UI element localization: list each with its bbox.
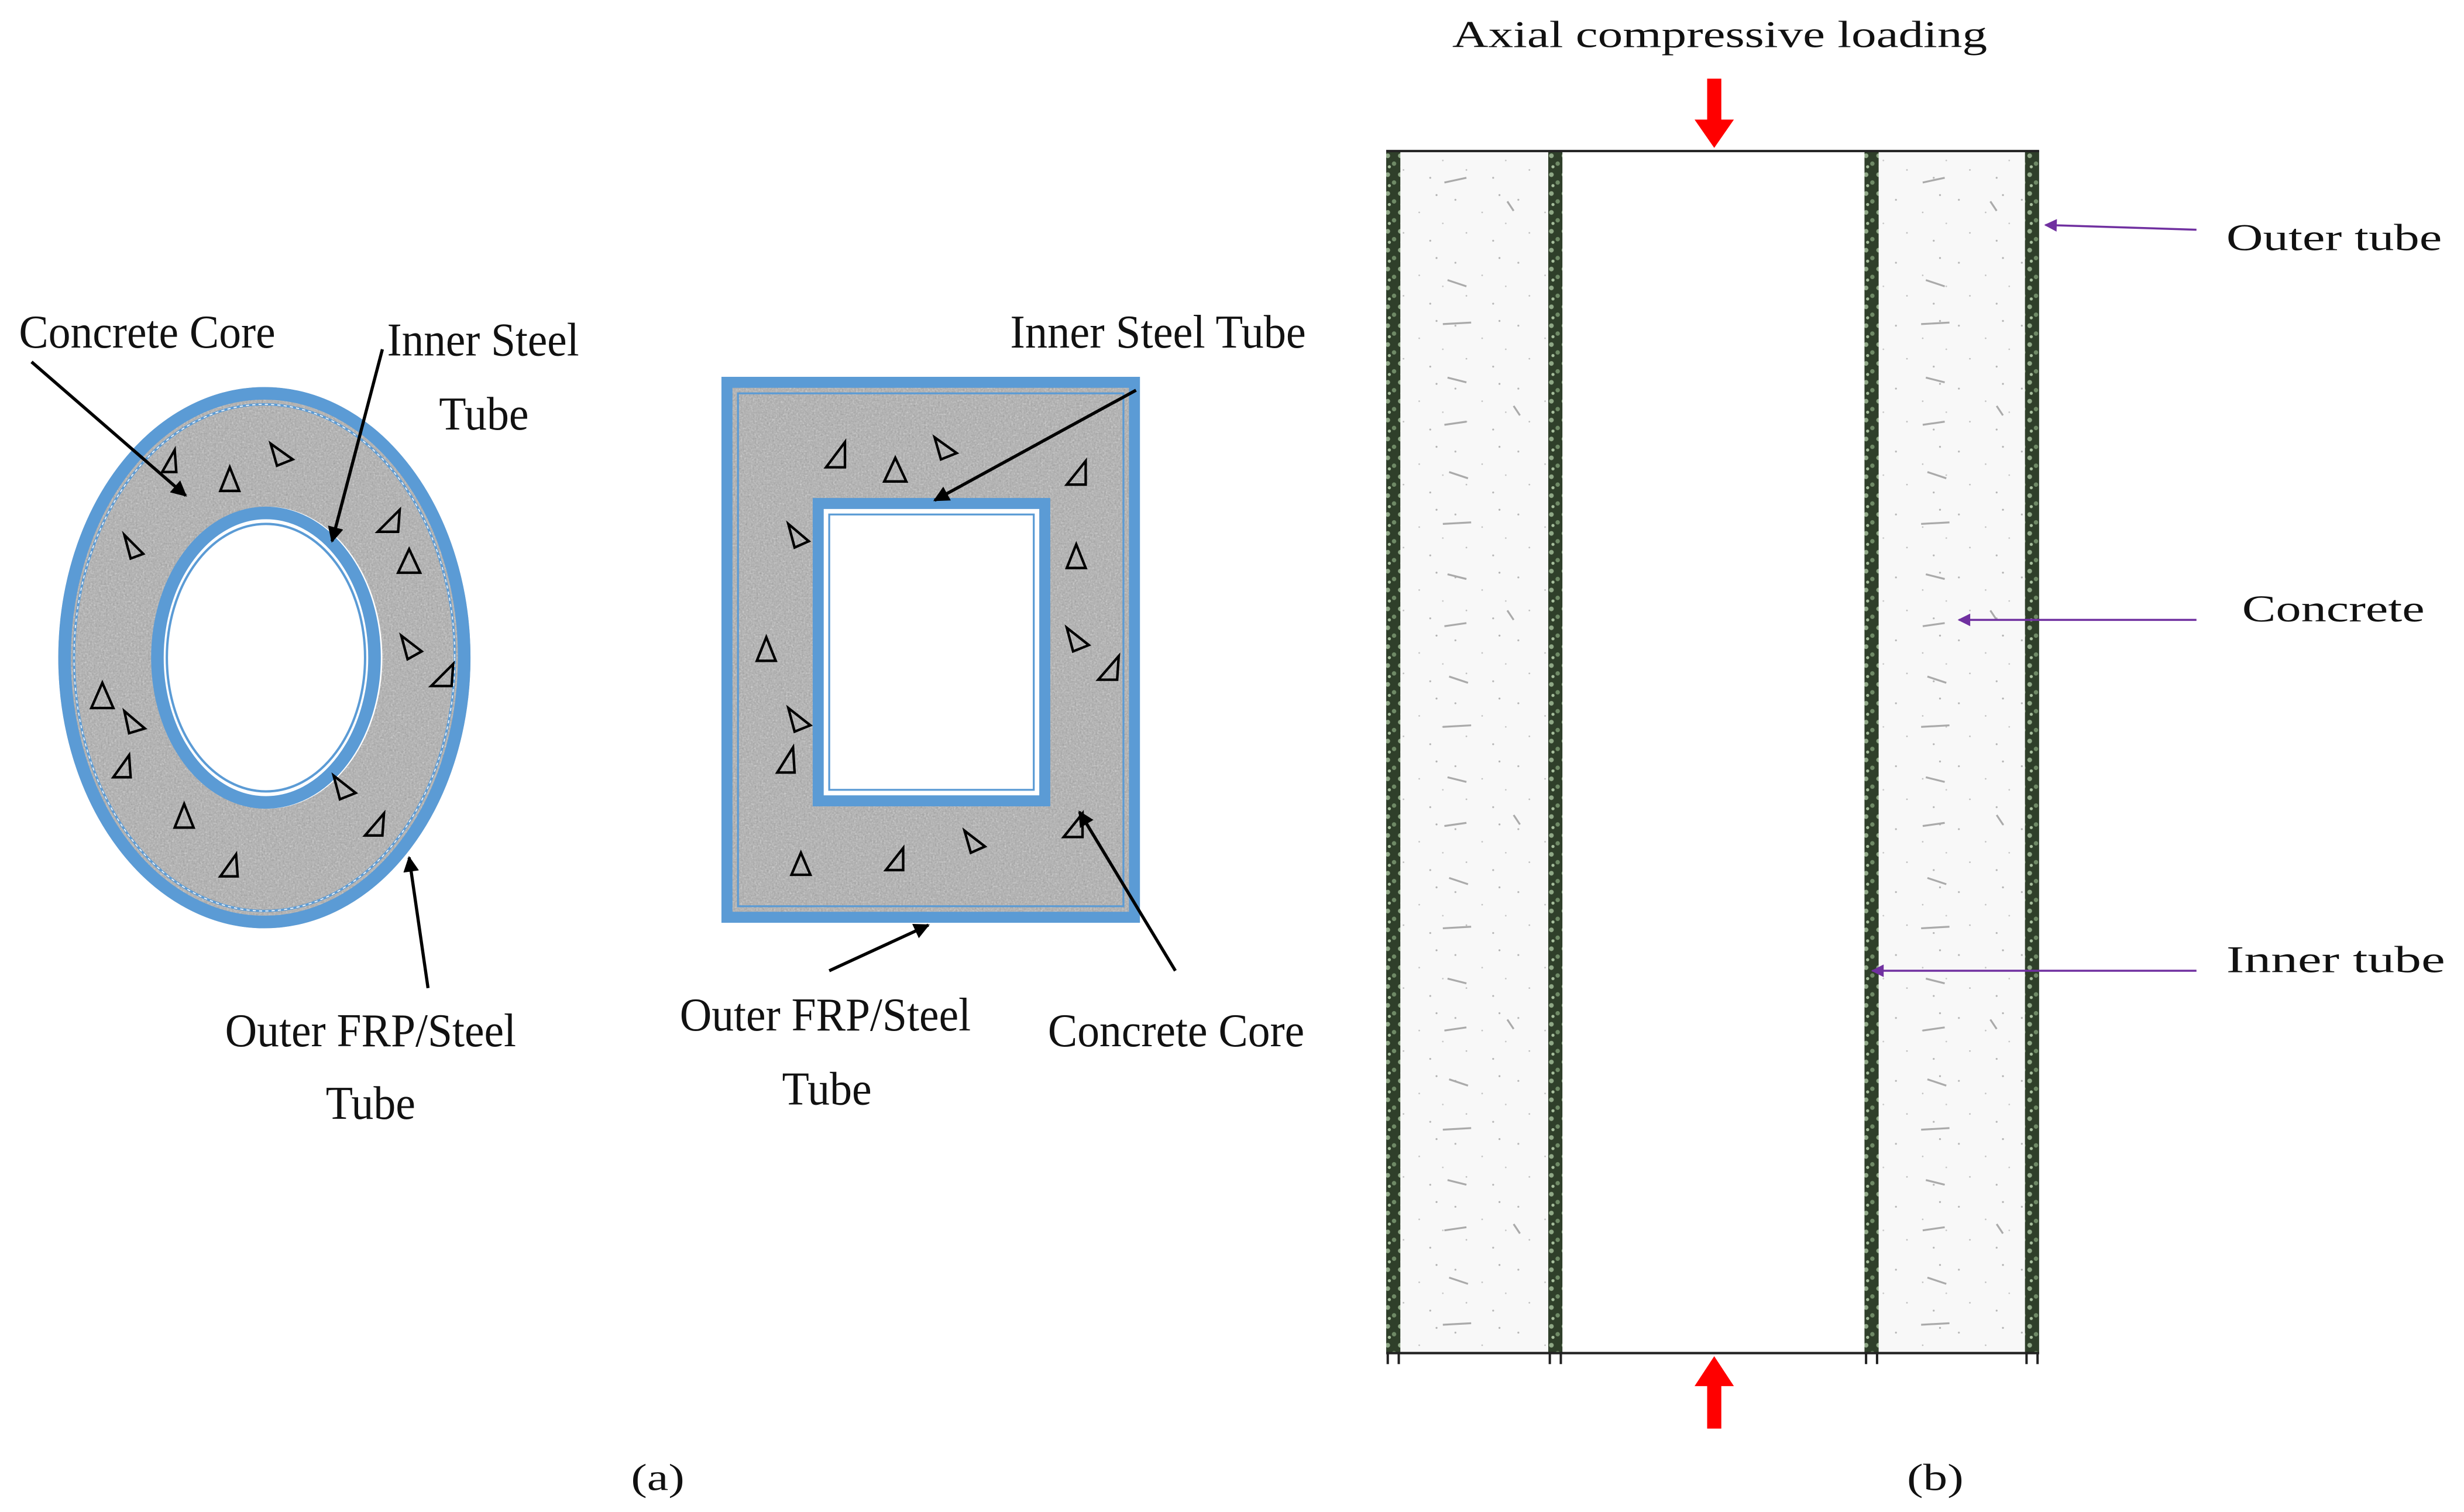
aggregate-symbols-square <box>755 434 1121 877</box>
label-circular-inner-tube-line1: Inner Steel <box>387 314 579 366</box>
label-inner-tube: Inner tube <box>2226 939 2445 981</box>
pointer-square-inner-tube <box>933 389 1137 502</box>
caption-b: (b) <box>1907 1456 1964 1498</box>
square-outer-tube <box>721 376 1140 923</box>
label-square-concrete-core: Concrete Core <box>1048 1005 1304 1057</box>
load-arrow-top <box>1695 78 1734 148</box>
label-square-inner-tube: Inner Steel Tube <box>1010 306 1306 358</box>
inner-tube-wall-left <box>1548 151 1563 1353</box>
pointer-circular-outer-tube <box>403 855 430 988</box>
label-circular-outer-tube-line2: Tube <box>326 1077 415 1129</box>
circular-inner-tube <box>151 506 381 809</box>
label-axial-loading: Axial compressive loading <box>1452 13 1987 56</box>
label-circular-inner-tube-line2: Tube <box>439 388 528 440</box>
pointer-square-concrete-core <box>1078 810 1177 972</box>
pointer-outer-tube <box>2044 219 2197 232</box>
outer-tube-wall-right <box>2025 151 2039 1353</box>
bottom-ticks <box>1386 1353 2039 1365</box>
pointer-circular-inner-tube <box>328 349 384 543</box>
load-arrow-bottom <box>1695 1356 1734 1429</box>
label-outer-tube: Outer tube <box>2226 217 2442 259</box>
square-inner-tube <box>812 498 1050 807</box>
right-concrete-infill <box>1878 151 2025 1353</box>
label-circular-outer-tube-line1: Outer FRP/Steel <box>225 1005 516 1057</box>
pointer-circular-concrete-core <box>30 360 187 497</box>
aggregate-symbols <box>89 440 455 878</box>
outer-tube-wall-left <box>1386 151 1401 1353</box>
circular-section: Concrete Core Inner Steel Tube Outer FRP… <box>19 306 579 1129</box>
label-concrete: Concrete <box>2242 587 2425 630</box>
square-section: Inner Steel Tube Outer FRP/Steel Tube Co… <box>680 306 1306 1115</box>
inner-tube-wall-right <box>1864 151 1879 1353</box>
aggregate-marks <box>1442 177 2004 1326</box>
label-square-outer-tube-line2: Tube <box>782 1063 871 1115</box>
circular-outer-tube <box>58 387 471 929</box>
pointer-square-outer-tube <box>829 923 930 973</box>
caption-a: (a) <box>631 1456 684 1498</box>
left-concrete-infill <box>1400 151 1548 1353</box>
label-circular-concrete-core: Concrete Core <box>19 306 275 358</box>
column-elevation <box>1386 150 2039 1365</box>
label-square-outer-tube-line1: Outer FRP/Steel <box>680 989 971 1041</box>
